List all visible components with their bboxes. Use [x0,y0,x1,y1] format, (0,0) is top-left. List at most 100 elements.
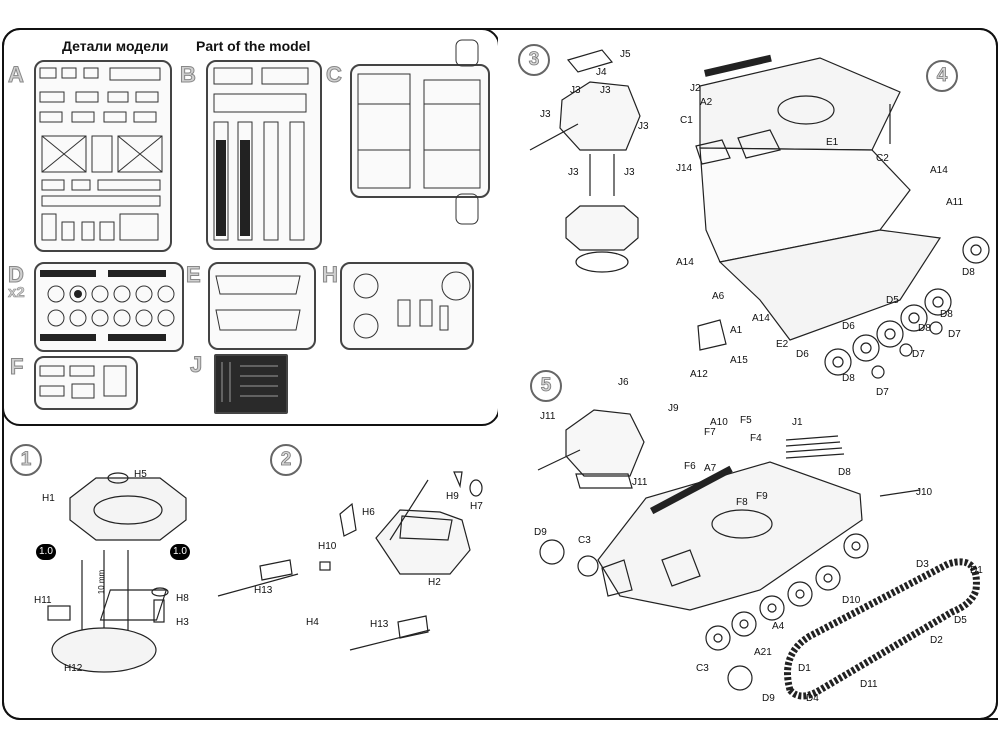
label-a4: A4 [772,621,785,632]
label-d8-c: D8 [918,323,931,334]
label-j3-1: J3 [570,85,581,96]
label-d8: D8 [838,467,851,478]
label-d10: D10 [842,595,861,606]
label-a21: A21 [754,647,772,658]
sprue-e-frame [208,262,316,350]
label-h2: H2 [428,577,441,588]
label-j3-3: J3 [540,109,551,120]
label-a14-bottom: A14 [752,313,770,324]
label-j3-4: J3 [638,121,649,132]
label-d7-a: D7 [948,329,961,340]
step-5-marker: 5 [530,370,562,402]
label-j3-6: J3 [624,167,635,178]
step-1-marker: 1 [10,444,42,476]
cut-marker-1: 1.0 [36,544,56,560]
label-e1: E1 [826,137,839,148]
sprue-c-frame [350,64,490,198]
label-h12: H12 [64,663,83,674]
label-j11-right: J11 [632,477,648,488]
step-2-marker: 2 [270,444,302,476]
label-h5: H5 [134,469,147,480]
step-3-marker: 3 [518,44,550,76]
label-h8: H8 [176,593,189,604]
label-j5: J5 [620,49,631,60]
top-border [2,28,998,720]
label-c1: C1 [680,115,693,126]
label-j14: J14 [676,163,693,174]
label-d3: D3 [916,559,929,570]
label-a2: A2 [700,97,713,108]
label-d6-a: D6 [796,349,809,360]
label-h13-right: H13 [370,619,389,630]
sprue-label-e: E [186,262,202,288]
label-d1-right: D1 [970,565,983,576]
label-j10: J10 [916,487,933,498]
label-h4: H4 [306,617,319,628]
label-a14-top: A14 [930,165,948,176]
label-f6: F6 [684,461,696,472]
dimension-10mm: 10 mm [97,569,107,595]
label-h10: H10 [318,541,337,552]
label-h9: H9 [446,491,459,502]
label-d8-b: D8 [940,309,953,320]
label-c3-bottom: C3 [696,663,709,674]
label-d8-d: D8 [842,373,855,384]
label-f7: F7 [704,427,716,438]
label-a11: A11 [946,197,964,208]
label-d8-right: D8 [962,267,975,278]
label-d5-s5: D5 [954,615,967,626]
label-a7: A7 [704,463,717,474]
label-h6: H6 [362,507,375,518]
label-e2: E2 [776,339,789,350]
label-a1: A1 [730,325,743,336]
sprue-label-a: A [8,62,25,88]
label-a14-left: A14 [676,257,694,268]
sprue-label-f: F [9,354,24,380]
label-d7-c: D7 [876,387,889,398]
label-d9-bottom: D9 [762,693,775,704]
label-h7: H7 [470,501,483,512]
sprue-label-c: C [326,62,343,88]
label-j3-2: J3 [600,85,611,96]
label-a6: A6 [712,291,725,302]
sprue-h-frame [340,262,474,350]
label-a15: A15 [730,355,748,366]
label-f5: F5 [740,415,752,426]
label-d7-b: D7 [912,349,925,360]
sprue-label-d: D [8,262,25,288]
label-j2: J2 [690,83,701,94]
sprue-label-b: B [180,62,197,88]
sprue-label-j: J [189,352,203,378]
label-a10: A10 [710,417,728,428]
label-f9: F9 [756,491,768,502]
label-h13-left: H13 [254,585,273,596]
cut-marker-2: 1.0 [170,544,190,560]
parts-title-ru: Детали модели [62,38,169,54]
label-c3-top: C3 [578,535,591,546]
label-d9-top: D9 [534,527,547,538]
label-d11: D11 [860,679,878,690]
label-a12: A12 [690,369,708,380]
sprue-label-h: H [322,262,339,288]
parts-title-en: Part of the model [196,38,311,54]
label-f4: F4 [750,433,762,444]
label-d6-b: D6 [842,321,855,332]
label-j6: J6 [618,377,629,388]
label-f8: F8 [736,497,748,508]
step-4-marker: 4 [926,60,958,92]
label-c2: C2 [876,153,889,164]
label-j1: J1 [792,417,803,428]
sprue-j-photoetch [214,354,288,414]
label-h1: H1 [42,493,55,504]
sprue-f-frame [34,356,138,410]
label-j3-5: J3 [568,167,579,178]
label-j9: J9 [668,403,679,414]
label-d4: D4 [806,693,819,704]
label-h3: H3 [176,617,189,628]
label-d5: D5 [886,295,899,306]
label-h11: H11 [34,595,52,606]
label-d2: D2 [930,635,943,646]
label-j4: J4 [596,67,607,78]
